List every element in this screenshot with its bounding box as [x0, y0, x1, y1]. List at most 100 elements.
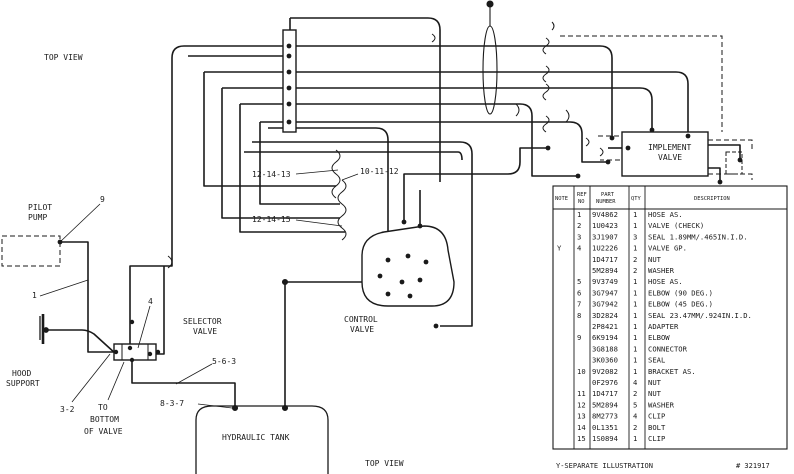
- callout-12-14-13: 12-14-13: [252, 170, 291, 179]
- table-cell-qty: 1: [633, 300, 637, 309]
- table-cell-desc: CONNECTOR: [648, 344, 688, 353]
- manifold-block: [282, 29, 297, 133]
- table-cell-desc: NUT: [648, 378, 662, 387]
- table-cell-desc: WASHER: [648, 266, 675, 275]
- table-cell-ref: 13: [577, 412, 586, 421]
- table-cell-part: 3G8188: [592, 344, 618, 353]
- hose-selector-to-tank: [131, 362, 236, 407]
- label-selector-valve-1: SELECTOR: [183, 317, 222, 326]
- table-cell-ref: 3: [577, 232, 581, 241]
- table-cell-desc: CLIP: [648, 434, 665, 443]
- hose-control-to-tank: [284, 281, 362, 406]
- table-header-note: NOTE: [555, 196, 568, 202]
- table-cell-qty: 2: [633, 423, 637, 432]
- table-cell-desc: ELBOW: [648, 333, 670, 342]
- hose-manifold-10: [259, 122, 340, 205]
- hose-lines: [46, 17, 741, 407]
- table-cell-ref: 7: [577, 300, 581, 309]
- hose-top-run-2: [296, 45, 613, 138]
- hose-control-to-right: [403, 147, 548, 222]
- table-cell-part: 0L1351: [592, 423, 618, 432]
- table-cell-ref: 14: [577, 423, 586, 432]
- table-cell-qty: 1: [633, 244, 637, 253]
- label-implement-valve-2: VALVE: [658, 153, 682, 162]
- label-pilot-pump-1: PILOT: [28, 203, 52, 212]
- callout-9: 9: [100, 195, 105, 204]
- table-cell-part: 3J1907: [592, 232, 618, 241]
- table-cell-part: 9V3749: [592, 277, 618, 286]
- dashed-lines: [560, 35, 753, 180]
- table-cell-qty: 1: [633, 277, 637, 286]
- table-row: 5M2894 2 WASHER: [592, 266, 675, 275]
- table-cell-ref: 12: [577, 400, 586, 409]
- hose-top-run-5: [296, 103, 578, 177]
- table-cell-qty: 4: [633, 412, 637, 421]
- table-cell-qty: 1: [633, 210, 637, 219]
- table-cell-qty: 2: [633, 389, 637, 398]
- table-cell-qty: 1: [633, 356, 637, 365]
- hose-top-run-3: [296, 71, 689, 136]
- table-cell-qty: 1: [633, 333, 637, 342]
- table-cell-qty: 1: [633, 322, 637, 331]
- parts-table-frame: [552, 185, 788, 450]
- table-cell-qty: 1: [633, 344, 637, 353]
- hose-manifold-1: [171, 45, 296, 59]
- footnote: Y-SEPARATE ILLUSTRATION: [556, 462, 653, 470]
- hose-top-run-1: [289, 17, 441, 182]
- table-cell-ref: 4: [577, 244, 581, 253]
- hose-selector-riser: [129, 58, 173, 348]
- table-cell-part: 3K0360: [592, 356, 618, 365]
- hose-manifold-4: [203, 72, 336, 187]
- hose-control-loop-1: [268, 127, 389, 236]
- table-header-ref-2: NO: [578, 199, 585, 205]
- hose-pilot-supply: [60, 241, 116, 353]
- table-cell-desc: SEAL: [648, 356, 665, 365]
- callout-5-6-3: 5-6-3: [212, 357, 236, 366]
- table-cell-ref: 15: [577, 434, 586, 443]
- table-row: 3K0360 1 SEAL: [592, 356, 665, 365]
- table-cell-qty: 1: [633, 311, 637, 320]
- table-header-ref-1: REF: [577, 192, 587, 198]
- label-to-bottom-2: BOTTOM: [90, 415, 119, 424]
- table-cell-part: 3D2824: [592, 311, 618, 320]
- table-cell-desc: SEAL 1.89MM/.465IN.I.D.: [648, 232, 748, 241]
- table-cell-ref: 2: [577, 221, 581, 230]
- table-cell-part: 1D4717: [592, 389, 618, 398]
- hose-control-loop-3: [244, 151, 463, 161]
- table-cell-part: 1U0423: [592, 221, 618, 230]
- clip-bracket: [331, 149, 347, 241]
- hydraulic-tank: [195, 278, 329, 474]
- label-control-valve-2: VALVE: [350, 325, 374, 334]
- table-cell-desc: ELBOW (90 DEG.): [648, 288, 713, 297]
- table-cell-ref: 11: [577, 389, 586, 398]
- hose-implement-right-top: [708, 144, 741, 158]
- table-cell-part: 5M2894: [592, 266, 618, 275]
- table-cell-qty: 2: [633, 266, 637, 275]
- table-cell-part: 8M2773: [592, 412, 618, 421]
- table-cell-note: Y: [557, 244, 562, 253]
- callout-12-14-15: 12-14-15: [252, 215, 291, 224]
- parts-table: NOTE REF NO PART NUMBER QTY DESCRIPTION …: [552, 185, 788, 450]
- table-cell-part: 1S0894: [592, 434, 618, 443]
- diagram-labels: TOP VIEW TOP VIEW PILOT PUMP HOOD SUPPOR…: [6, 53, 770, 470]
- table-cell-ref: 1: [577, 210, 581, 219]
- hose-manifold-8: [239, 104, 345, 233]
- table-cell-qty: 1: [633, 367, 637, 376]
- table-cell-part: 2P8421: [592, 322, 618, 331]
- drawing-number: # 321917: [736, 462, 770, 470]
- callout-1: 1: [32, 291, 37, 300]
- callout-10-11-12: 10-11-12: [360, 167, 399, 176]
